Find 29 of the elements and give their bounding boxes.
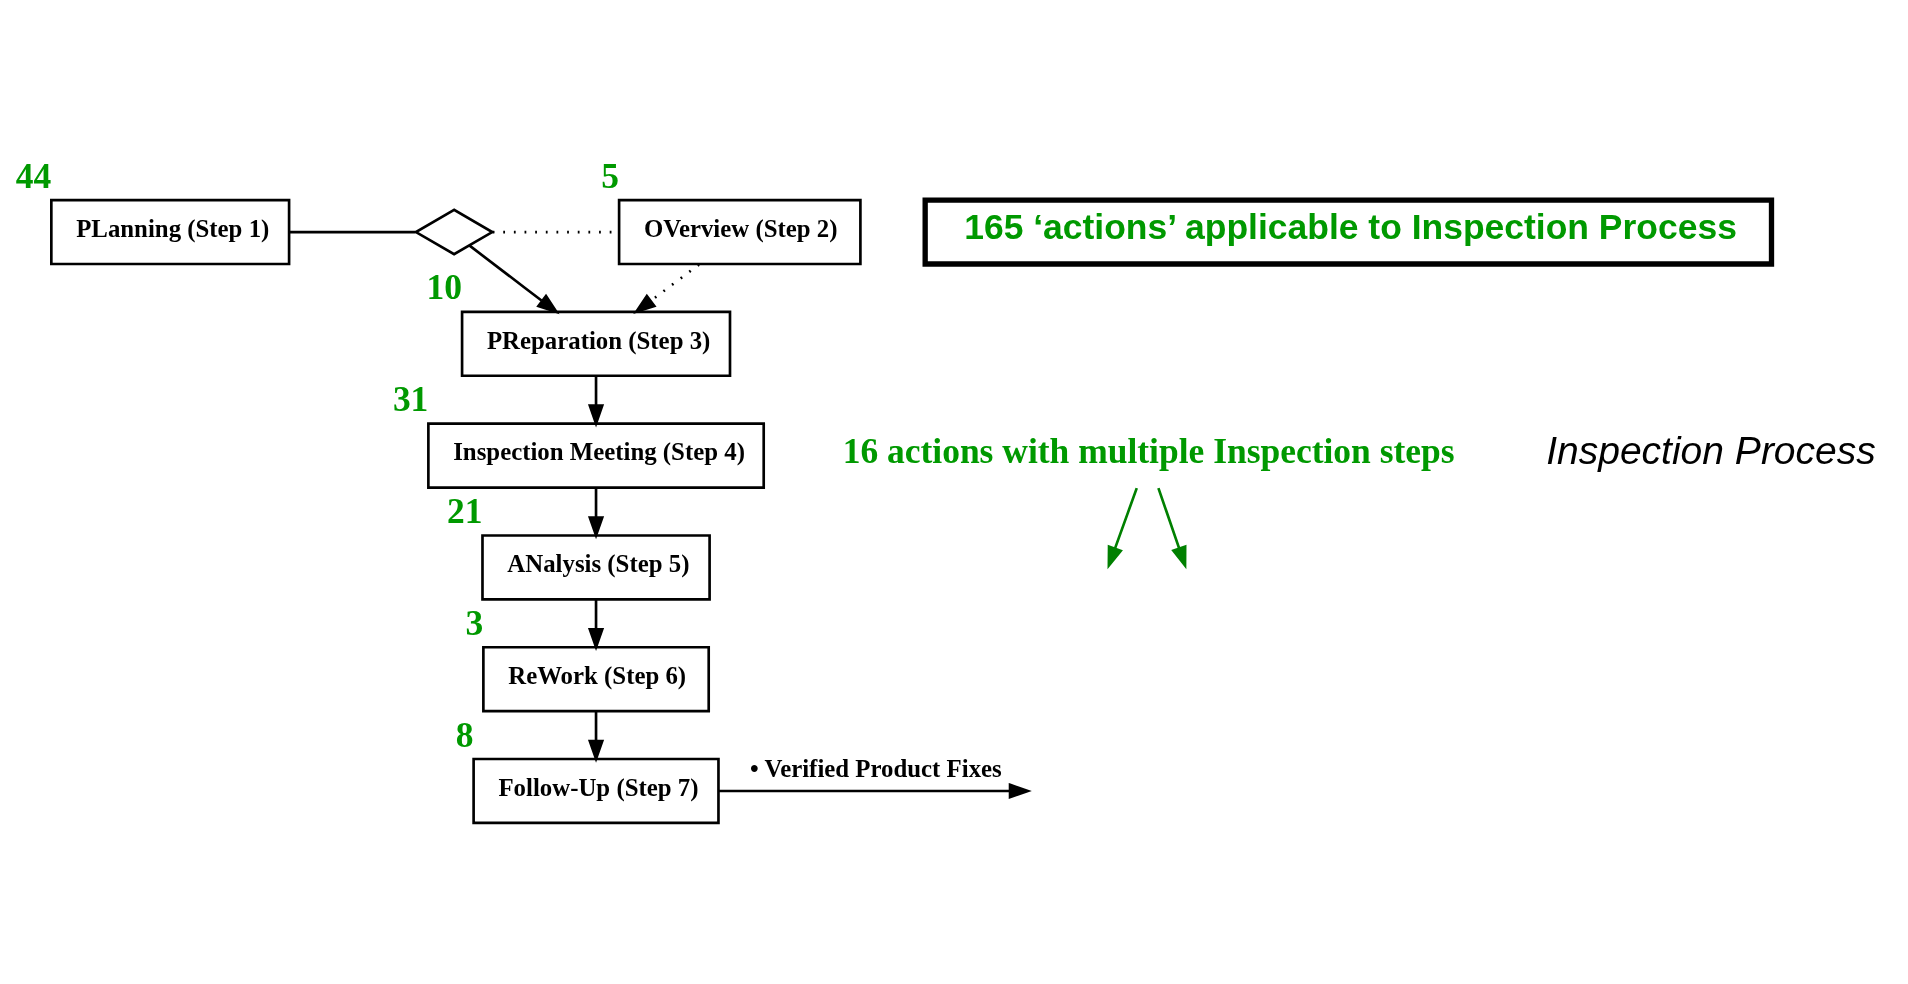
node-box: Inspection Meeting (Step 4) <box>427 422 766 489</box>
node-box: ANalysis (Step 5) <box>481 534 711 601</box>
arrow <box>718 782 1032 800</box>
arrow <box>1107 487 1138 570</box>
node-box: OVerview (Step 2) <box>617 198 862 266</box>
arrow <box>587 599 605 651</box>
node-label: 5 <box>601 155 620 196</box>
edge-label: • Verified Product Fixes <box>750 755 1002 783</box>
node-label: 10 <box>426 267 463 308</box>
node-label: 21 <box>447 491 483 532</box>
node-box: PLanning (Step 1) <box>50 198 291 266</box>
connector <box>289 230 416 234</box>
node-box: Follow-Up (Step 7) <box>472 757 720 825</box>
node-label: 8 <box>455 714 474 755</box>
arrow <box>587 376 605 428</box>
label: Inspection Process <box>1546 428 1876 472</box>
arrow <box>587 711 605 763</box>
node-label: 44 <box>15 155 52 196</box>
arrow <box>633 263 700 315</box>
node-label: 31 <box>392 379 429 420</box>
arrow <box>468 244 560 315</box>
node-box: 165 ‘actions’ applicable to Inspection Process <box>922 197 1775 267</box>
arrow <box>1157 487 1187 570</box>
node-box: ReWork (Step 6) <box>482 645 711 713</box>
node-text: 16 actions with multiple Inspection steps <box>842 430 1455 471</box>
node-label: 3 <box>465 602 484 643</box>
node-box: PReparation (Step 3) <box>460 310 732 378</box>
node-diamond <box>413 208 495 256</box>
arrow <box>587 488 605 540</box>
